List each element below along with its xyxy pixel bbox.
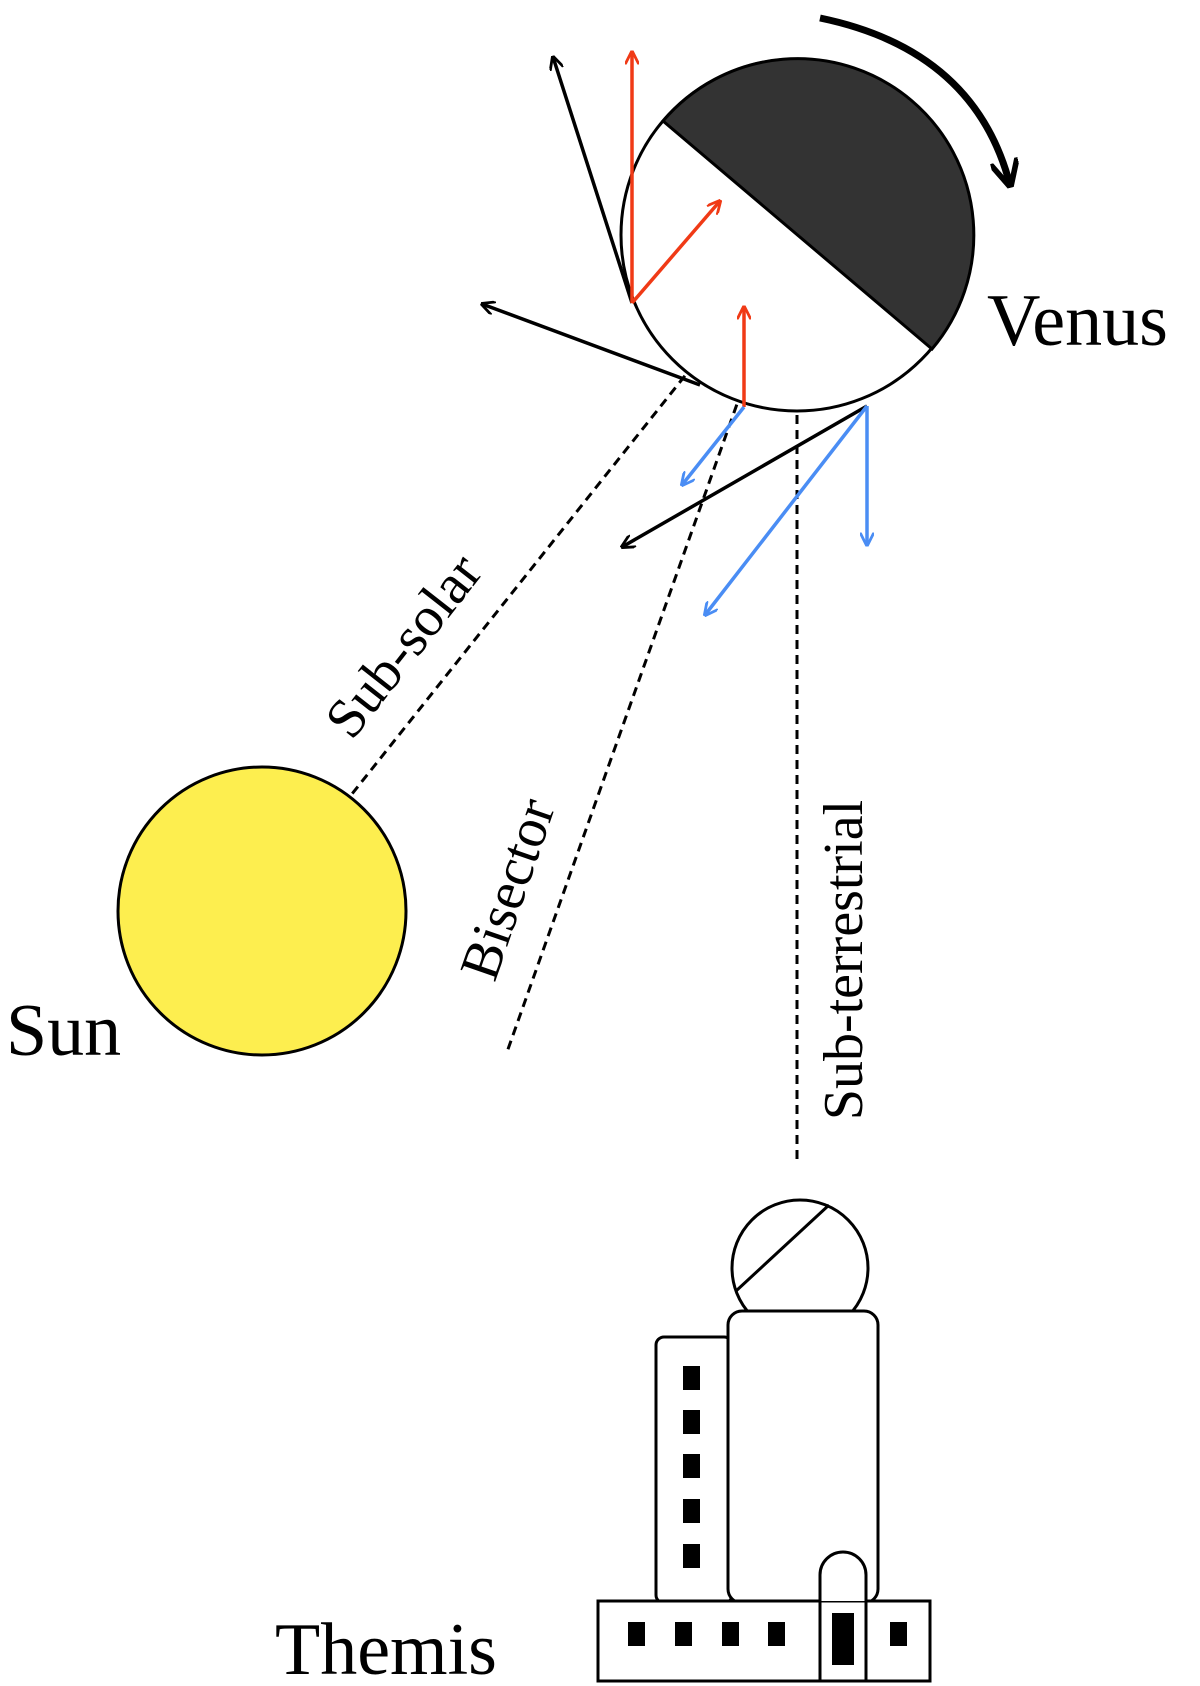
base-window	[768, 1622, 785, 1646]
sun-label: Sun	[6, 990, 121, 1072]
sub-terrestrial-label: Sub-terrestrial	[813, 800, 875, 1120]
tower-window	[683, 1410, 700, 1434]
themis-telescope-icon	[596, 1198, 932, 1683]
tower-window	[683, 1366, 700, 1390]
black-arrow-upper	[553, 57, 634, 304]
rotation-arrow-icon	[819, 14, 1010, 185]
blue-arrow-short	[682, 405, 746, 485]
tower-window	[683, 1544, 700, 1568]
themis-label: Themis	[275, 1609, 497, 1686]
red-arrow-diagonal	[630, 201, 720, 305]
sub-solar-label: Sub-solar	[313, 542, 494, 750]
themis-windows	[628, 1366, 907, 1665]
tower-window	[683, 1454, 700, 1478]
bisector-line	[505, 234, 799, 1053]
base-window	[722, 1622, 739, 1646]
venus-planet	[619, 57, 976, 413]
base-window	[628, 1622, 645, 1646]
door-panel	[832, 1613, 854, 1665]
dome-slit	[734, 1203, 831, 1293]
tower-window	[683, 1499, 700, 1523]
door-arch	[818, 1550, 868, 1601]
venus-night-side	[660, 57, 976, 352]
blue-arrow-long	[705, 404, 869, 615]
base-window	[890, 1622, 907, 1646]
base-window	[675, 1622, 692, 1646]
venus-label: Venus	[987, 280, 1168, 362]
sun-disk	[116, 765, 408, 1057]
bisector-label: Bisector	[448, 790, 567, 987]
black-arrow-left	[482, 304, 701, 387]
base-building	[596, 1599, 932, 1683]
black-arrow-lower	[622, 404, 868, 547]
